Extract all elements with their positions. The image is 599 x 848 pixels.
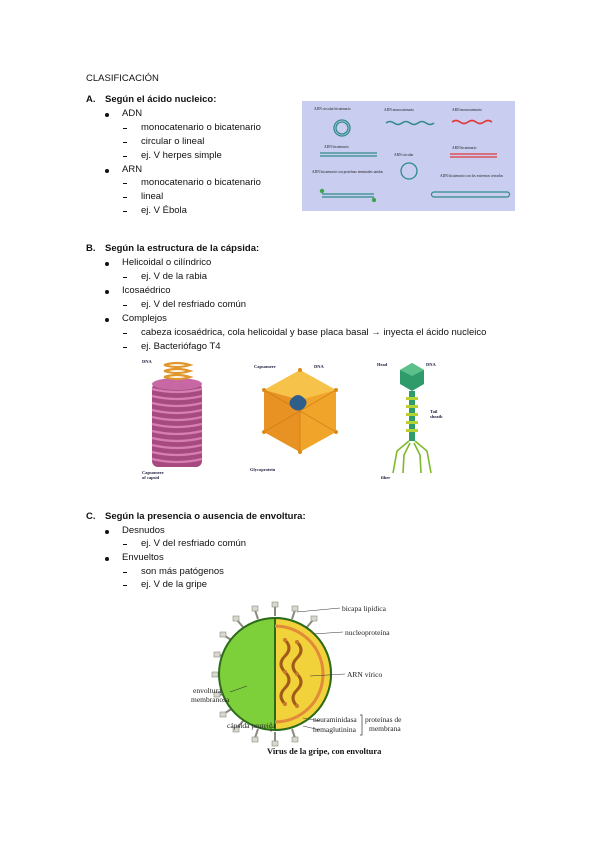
list-item: cabeza icosaédrica, cola helicoidal y ba… — [141, 327, 487, 338]
list-item: Desnudos — [122, 525, 165, 536]
list-item: ej. V del resfriado común — [141, 538, 247, 549]
dash-icon — [123, 197, 127, 198]
list-item: monocatenario o bicatenario — [141, 177, 261, 188]
circular-rna-icon — [400, 162, 418, 180]
icosahedral-capsid-icon — [262, 368, 338, 454]
influenza-virus-figure: bicapa lipídica nucleoproteína ARN víric… — [185, 600, 415, 760]
label-hemaglutinina: hemaglutinina — [313, 725, 357, 734]
dash-icon — [123, 128, 127, 129]
label-proteinas-de: proteínas de — [365, 715, 402, 724]
dash-icon — [123, 183, 127, 184]
page-title: CLASIFICACIÓN — [86, 73, 159, 84]
dash-icon — [123, 156, 127, 157]
icosahedral-virus-figure: Capsomere DNA Glycoprotein — [248, 360, 348, 475]
dash-icon — [123, 305, 127, 306]
list-item: ej. V de la gripe — [141, 579, 208, 590]
dash-icon — [123, 347, 127, 348]
label-membrana: membrana — [369, 724, 401, 733]
label-head: Head — [377, 362, 388, 367]
dna-helix-icon — [163, 361, 194, 381]
capsid-layer-icon — [274, 624, 325, 724]
label-glycoprotein: Glycoprotein — [250, 467, 276, 472]
ssdna-icon — [385, 120, 435, 126]
bracket-icon — [360, 714, 363, 736]
bullet-icon — [105, 290, 109, 294]
list-item: Envueltos — [122, 552, 164, 563]
label-adn-extremos-cerrados: ADN bicatenario con los extremos cerrado… — [440, 174, 504, 178]
section-c-title: Según la presencia o ausencia de envoltu… — [105, 511, 306, 522]
list-item: Complejos — [122, 313, 167, 324]
dash-icon — [123, 142, 127, 143]
label-sheath: sheath — [430, 414, 443, 419]
label-tail: Tail — [430, 409, 438, 414]
tail-fiber-icon — [392, 440, 432, 474]
ssrna-icon — [451, 119, 493, 125]
label-fiber: fiber — [381, 475, 390, 480]
list-item: ej. V de la rabia — [141, 271, 208, 282]
list-item: ARN — [122, 164, 143, 175]
bullet-icon — [105, 530, 109, 534]
bullet-icon — [105, 557, 109, 561]
nucleic-acid-figure: ADN circular bicatenario ADN monocatenar… — [302, 101, 515, 211]
bullet-icon — [105, 169, 109, 173]
list-item: Icosaédrico — [122, 285, 171, 296]
label-envoltura: envoltura — [193, 686, 222, 695]
list-item: monocatenario o bicatenario — [141, 122, 261, 133]
figure-caption: Virus de la gripe, con envoltura — [267, 746, 382, 756]
bacteriophage-figure: Head DNA Tail sheath fiber — [376, 357, 451, 482]
section-a-title: Según el ácido nucleico: — [105, 94, 217, 105]
phage-tail-icon — [406, 391, 418, 441]
label-adn-bicatenario: ADN bicatenario — [324, 145, 349, 149]
label-adn-monocatenario: ADN monocatenario — [384, 108, 414, 112]
section-b-letter: B. — [86, 243, 96, 254]
label-membranosa: membranosa — [191, 695, 230, 704]
label-arn-circular: ARN circular — [394, 153, 414, 157]
list-item: son más patógenos — [141, 566, 224, 577]
list-item: ej. Bacteriófago T4 — [141, 341, 221, 352]
dash-icon — [123, 277, 127, 278]
label-dna: DNA — [142, 359, 152, 364]
list-item: circular o lineal — [141, 136, 205, 147]
phage-head-icon — [400, 363, 424, 391]
circular-dsdna-icon — [333, 119, 351, 137]
list-item: Helicoidal o cilíndrico — [122, 257, 212, 268]
dash-icon — [123, 572, 127, 573]
section-a-letter: A. — [86, 94, 96, 105]
dna-core-icon — [289, 395, 307, 411]
label-arn-virico: ARN vírico — [347, 670, 382, 679]
helical-capsid-icon — [151, 378, 203, 467]
label-capsomere: Capsomere — [142, 470, 164, 475]
list-item: ej. V Ébola — [141, 205, 187, 216]
list-item: ej. V herpes simple — [141, 150, 222, 161]
dash-icon — [123, 333, 127, 334]
list-item: lineal — [141, 191, 164, 202]
dash-icon — [123, 211, 127, 212]
label-arn-monocatenario: ARN monocatenario — [452, 108, 482, 112]
label-dna: DNA — [426, 362, 436, 367]
label-dna: DNA — [314, 364, 324, 369]
section-c-letter: C. — [86, 511, 96, 522]
label-of-capsid: of capsid — [142, 475, 160, 480]
section-b-title: Según la estructura de la cápsida: — [105, 243, 260, 254]
dash-icon — [123, 585, 127, 586]
label-capsomere: Capsomere — [254, 364, 276, 369]
label-capsida-proteica: cápsida proteica — [227, 721, 276, 730]
list-item: ADN — [122, 108, 143, 119]
bullet-icon — [105, 113, 109, 117]
list-item: ej. V del resfriado común — [141, 299, 247, 310]
label-arn-bicatenario: ARN bicatenario — [452, 146, 477, 150]
label-adn-proteinas-terminales: ADN bicatenario con proteínas terminales… — [312, 170, 384, 174]
label-neuraminidasa: neuraminidasa — [313, 715, 357, 724]
bullet-icon — [105, 318, 109, 322]
dash-icon — [123, 544, 127, 545]
bullet-icon — [105, 262, 109, 266]
label-nucleoproteina: nucleoproteína — [345, 628, 390, 637]
label-bicapa-lipidica: bicapa lipídica — [342, 604, 387, 613]
label-adn-circular-bicatenario: ADN circular bicatenario — [314, 107, 351, 111]
helical-virus-figure: DNA Capsomere of capsid — [140, 357, 230, 482]
